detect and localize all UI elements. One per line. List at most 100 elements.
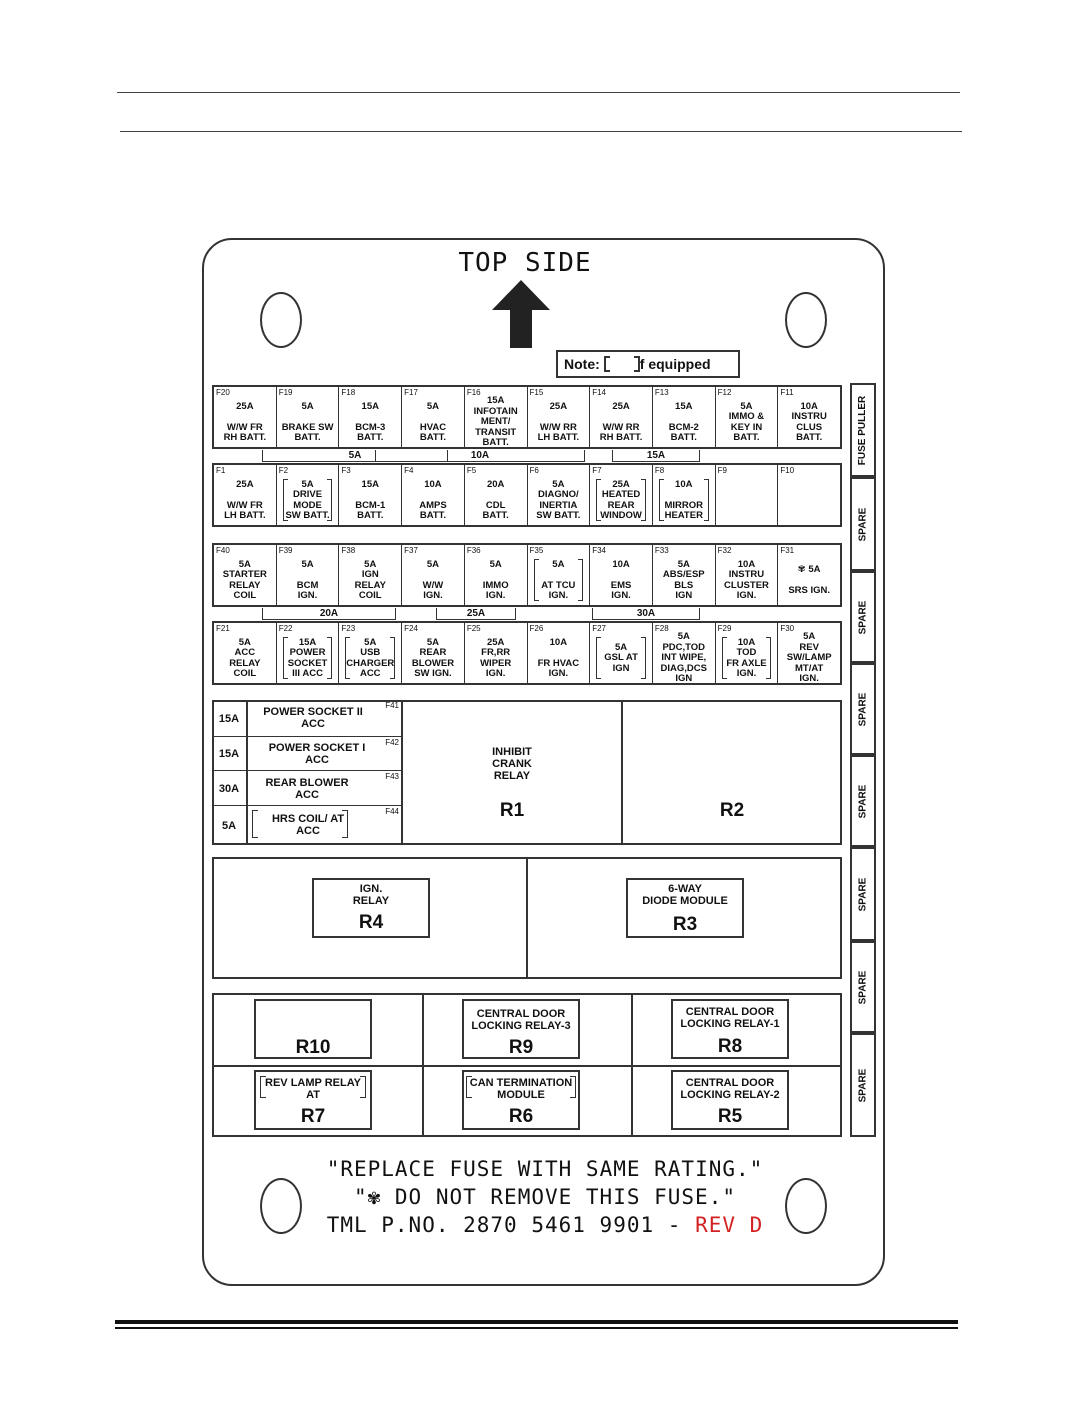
fuse-label: 5A GSL AT IGN xyxy=(604,641,638,674)
fuse-id: F34 xyxy=(592,546,607,555)
fuse-id: F31 xyxy=(780,546,795,555)
large-fuse-f43[interactable]: 30A REAR BLOWER ACC F43 xyxy=(212,771,403,806)
note-box: Note: f equipped xyxy=(556,350,740,378)
relay-r10[interactable]: R10 xyxy=(254,999,372,1059)
spare-slot-1[interactable]: SPARE xyxy=(850,477,876,571)
relay-r2[interactable]: R2 xyxy=(622,700,842,845)
relay-r8[interactable]: CENTRAL DOOR LOCKING RELAY-1 R8 xyxy=(671,999,789,1059)
footer-line-1: "REPLACE FUSE WITH SAME RATING." xyxy=(326,1157,764,1181)
fuse-label: 25A W/W RR LH BATT. xyxy=(537,400,580,443)
side-label: SPARE xyxy=(857,1068,869,1102)
fuse-label: 10A INSTRU CLUS BATT. xyxy=(791,400,827,443)
relay-label: R6 xyxy=(508,1106,534,1127)
relay-r6[interactable]: CAN TERMINATION MODULE R6 xyxy=(462,1070,580,1130)
fuse-label: 5A BRAKE SW BATT. xyxy=(281,400,334,443)
fuse-puller-slot[interactable]: FUSE PULLER xyxy=(850,383,876,477)
bracket-icon xyxy=(466,1076,472,1098)
fuse-label: 5A DIAGNO/ INERTIA SW BATT. xyxy=(536,478,581,521)
relay-label: R10 xyxy=(295,1037,331,1058)
note-prefix: Note: xyxy=(564,356,600,372)
fuse-id: F39 xyxy=(278,546,293,555)
header-rule-2 xyxy=(120,131,962,132)
large-fuse-f44[interactable]: 5A HRS COIL/ AT ACC F44 xyxy=(212,806,403,845)
relay-desc: CAN TERMINATION MODULE xyxy=(469,1077,573,1101)
spare-slot-7[interactable]: SPARE xyxy=(850,1033,876,1137)
large-fuse-f42[interactable]: 15A POWER SOCKET I ACC F42 xyxy=(212,737,403,771)
fuse-f24[interactable]: F24 5A REAR BLOWER SW IGN. xyxy=(402,623,465,683)
spare-slot-2[interactable]: SPARE xyxy=(850,571,876,663)
fuse-id: F42 xyxy=(385,738,399,747)
spare-slot-3[interactable]: SPARE xyxy=(850,663,876,755)
fuse-id: F13 xyxy=(654,388,669,397)
spare-slot-4[interactable]: SPARE xyxy=(850,755,876,847)
side-label: SPARE xyxy=(857,970,869,1004)
fuse-label: ✾ 5A SRS IGN. xyxy=(788,563,831,596)
fuse-id: F24 xyxy=(404,624,418,633)
relay-r1[interactable]: INHIBIT CRANK RELAY R1 xyxy=(403,700,621,845)
fuse-f9[interactable]: F9 xyxy=(716,465,779,525)
note-suffix: f equipped xyxy=(639,356,711,372)
fuse-label: 5A IMMO & KEY IN BATT. xyxy=(728,400,765,443)
relay-r9[interactable]: CENTRAL DOOR LOCKING RELAY-3 R9 xyxy=(462,999,580,1059)
bracket-icon xyxy=(252,810,258,838)
spare-slot-6[interactable]: SPARE xyxy=(850,941,876,1033)
fuse-id: F41 xyxy=(385,701,399,710)
fuse-label: 15A BCM-1 BATT. xyxy=(355,478,386,521)
fuse-label: 5A USB CHARGER ACC xyxy=(346,636,395,679)
mount-hole-bottom-right xyxy=(785,1178,827,1234)
relay-r3[interactable]: 6-WAY DIODE MODULE R3 xyxy=(626,878,744,938)
fuse-label: 5A REAR BLOWER SW IGN. xyxy=(411,636,455,679)
relay-block-3-vdivider-1 xyxy=(422,993,424,1137)
fuse-label: 5A BCM IGN. xyxy=(296,558,319,601)
fuse-name: POWER SOCKET I ACC xyxy=(268,742,366,766)
fuse-f31[interactable]: F31 ✾ 5A SRS IGN. xyxy=(778,545,840,605)
large-fuse-f41[interactable]: 15A POWER SOCKET II ACC F41 xyxy=(212,700,403,737)
fuse-name: HRS COIL/ AT ACC xyxy=(271,813,345,837)
fuse-f10[interactable]: F10 xyxy=(778,465,840,525)
relay-r5[interactable]: CENTRAL DOOR LOCKING RELAY-2 R5 xyxy=(671,1070,789,1130)
relay-r7[interactable]: REV LAMP RELAY AT R7 xyxy=(254,1070,372,1130)
fuse-label: 25A HEATED REAR WINDOW xyxy=(600,478,642,521)
spare-slot-5[interactable]: SPARE xyxy=(850,847,876,941)
fuse-id: F22 xyxy=(278,624,293,633)
fuse-label: 10A EMS IGN. xyxy=(610,558,632,601)
relay-r4[interactable]: IGN. RELAY R4 xyxy=(312,878,430,938)
